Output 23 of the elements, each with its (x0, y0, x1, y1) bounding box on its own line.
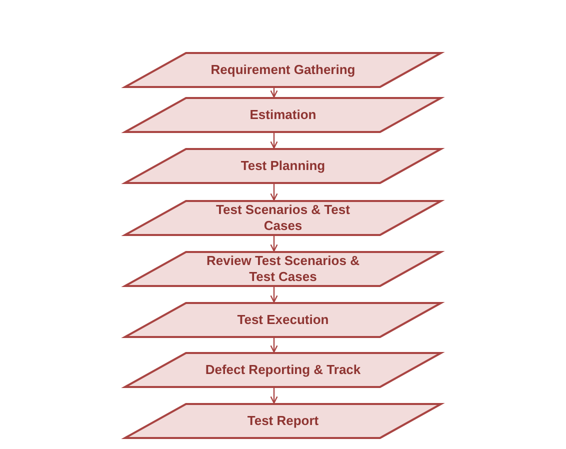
process-parallelogram (124, 52, 442, 88)
arrow (270, 287, 278, 303)
arrow (270, 388, 278, 404)
arrow (270, 236, 278, 252)
step-label: Estimation (250, 107, 316, 123)
arrow (270, 338, 278, 353)
process-parallelogram (124, 97, 442, 133)
process-parallelogram (124, 352, 442, 388)
process-parallelogram (124, 302, 442, 338)
arrow (270, 133, 278, 149)
step-label: Test Execution (237, 312, 329, 328)
process-parallelogram (124, 200, 442, 236)
step-label: Requirement Gathering (210, 62, 356, 78)
arrow (270, 184, 278, 201)
step-label: Test Report (247, 413, 319, 429)
process-parallelogram (124, 251, 442, 287)
step-label: Test Scenarios & Test Cases (215, 202, 351, 234)
step-label: Review Test Scenarios & Test Cases (206, 253, 360, 285)
process-parallelogram (124, 403, 442, 439)
process-parallelogram (124, 148, 442, 184)
arrow (270, 88, 278, 98)
step-label: Test Planning (240, 158, 326, 174)
step-label: Defect Reporting & Track (205, 362, 361, 378)
